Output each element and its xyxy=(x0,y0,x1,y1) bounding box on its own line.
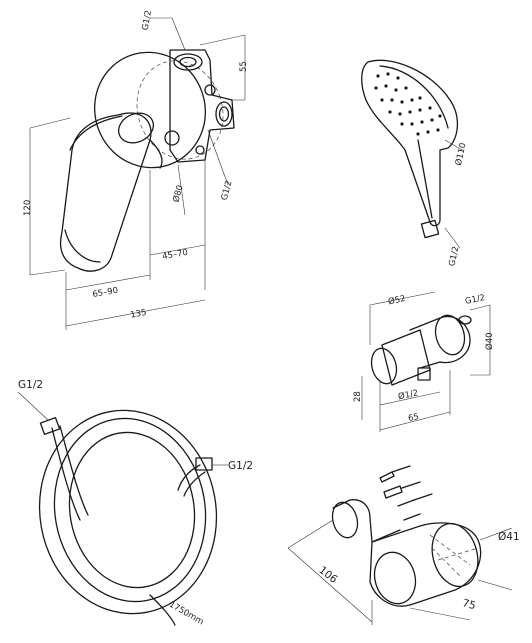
mixer-diameter-label: Ø80 xyxy=(170,184,185,204)
hand-shower-diameter-label: Ø110 xyxy=(453,142,469,167)
spray-nozzles xyxy=(374,72,442,136)
wall-outlet-dim-top: Ø52 xyxy=(387,293,406,307)
mixer-thread-top-label: G1/2 xyxy=(141,9,154,31)
holder-diameter-label: Ø41 xyxy=(498,531,520,543)
mixer-height-label: 120 xyxy=(23,200,33,216)
wall-outlet-dim-center: Ø1/2 xyxy=(397,387,419,402)
mixer-height-body-label: 55 xyxy=(239,61,249,72)
hose-length-label: 1750mm xyxy=(167,600,205,628)
mixer-thread-side-label: G1/2 xyxy=(220,179,235,201)
wall-outlet-dim-bottom: 65 xyxy=(407,412,420,424)
wall-outlet-dim-right: Ø40 xyxy=(484,332,495,350)
hose-thread-left-label: G1/2 xyxy=(18,379,43,391)
holder-width-label: 75 xyxy=(461,597,477,612)
mixer-depth-total-label: 135 xyxy=(130,308,148,321)
hand-shower-drawing: Ø110 G1/2 xyxy=(361,59,469,267)
mixer-drawing: G1/2 55 120 Ø80 G1/2 65–90 45–70 135 xyxy=(23,9,249,330)
mixer-depth-adj-1-label: 65–90 xyxy=(92,286,119,300)
hand-shower-thread-label: G1/2 xyxy=(447,245,461,267)
wall-outlet-dim-left: 28 xyxy=(353,391,363,402)
wall-outlet-drawing: Ø52 G1/2 Ø40 28 Ø1/2 65 xyxy=(353,291,495,432)
wall-outlet-thread-label: G1/2 xyxy=(464,293,486,307)
holder-drawing: Ø41 106 75 xyxy=(287,465,520,625)
hose-drawing: G1/2 G1/2 1750mm xyxy=(17,379,253,628)
hose-thread-right-label: G1/2 xyxy=(228,460,253,472)
holder-length-label: 106 xyxy=(316,564,339,586)
mixer-depth-adj-2-label: 45–70 xyxy=(162,248,189,262)
